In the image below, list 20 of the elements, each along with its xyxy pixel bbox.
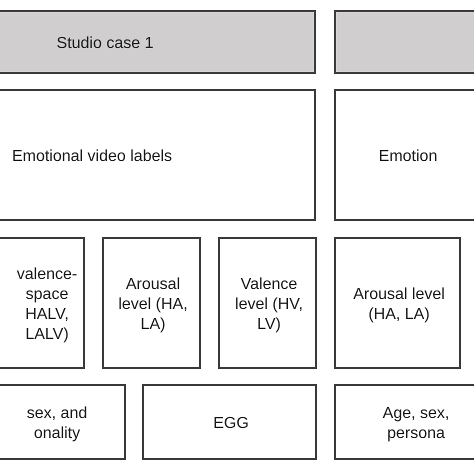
label-box xyxy=(334,237,461,369)
label-box xyxy=(334,89,474,221)
box-label: Studio case 1 xyxy=(56,34,154,54)
box-label: valence- space HALV, LALV) xyxy=(16,265,78,345)
label-box xyxy=(142,384,317,460)
label-box xyxy=(102,237,201,369)
header-box xyxy=(334,10,474,74)
box-label: Emotional video labels xyxy=(10,147,174,167)
label-box xyxy=(218,237,317,369)
header-box xyxy=(0,10,316,74)
box-label: Arousal level (HA, LA) xyxy=(353,285,445,325)
box-label: Arousal level (HA, LA) xyxy=(117,275,189,335)
box-label: Valence level (HV, LV) xyxy=(234,275,304,335)
label-box xyxy=(334,384,474,460)
box-label: Emotion xyxy=(378,147,438,167)
label-box xyxy=(0,89,316,221)
box-label: EGG xyxy=(212,414,250,434)
box-label: Age, sex, persona xyxy=(382,404,450,444)
label-box xyxy=(0,384,126,460)
box-label: sex, and onality xyxy=(26,404,88,444)
